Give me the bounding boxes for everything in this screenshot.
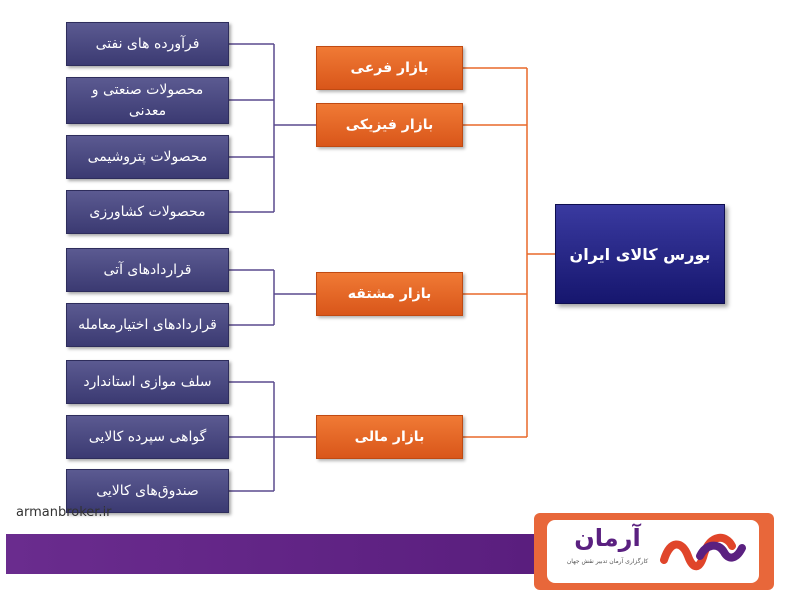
product-box-options: قراردادهای اختیارمعامله [66, 303, 229, 347]
market-box-secondary: بازار فرعی [316, 46, 463, 90]
product-label: صندوق‌های کالایی [96, 482, 199, 499]
product-box-agricultural: محصولات کشاورزی [66, 190, 229, 234]
product-box-parallel-salaf: سلف موازی استاندارد [66, 360, 229, 404]
product-label: محصولات صنعتی و معدنی [91, 82, 204, 119]
product-box-futures: قراردادهای آتی [66, 248, 229, 292]
product-label: قراردادهای آتی [103, 261, 192, 278]
brand-name: آرمان [574, 524, 641, 552]
product-label: محصولات کشاورزی [89, 203, 206, 220]
site-url: armanbroker.ir [16, 505, 112, 520]
market-box-financial: بازار مالی [316, 415, 463, 459]
product-connectors [229, 43, 316, 492]
product-box-industrial: محصولات صنعتی و معدنی [66, 77, 229, 124]
product-label: سلف موازی استاندارد [83, 373, 212, 390]
product-label: فرآورده های نفتی [95, 35, 200, 52]
market-label: بازار مشتقه [347, 286, 432, 302]
brand-logo-icon [660, 533, 746, 571]
product-label: گواهی سپرده کالایی [88, 428, 207, 445]
product-label: قراردادهای اختیارمعامله [78, 316, 217, 333]
product-box-commodity-funds: صندوق‌های کالایی [66, 469, 229, 513]
product-box-deposit-certificate: گواهی سپرده کالایی [66, 415, 229, 459]
market-label: بازار فیزیکی [345, 117, 434, 133]
product-box-petrochemical: محصولات پتروشیمی [66, 135, 229, 179]
market-connectors [463, 67, 555, 438]
footer-band [6, 534, 534, 574]
brand-tagline: کارگزاری آرمان تدبیر نقش جهان [566, 558, 649, 565]
market-box-physical: بازار فیزیکی [316, 103, 463, 147]
market-box-derivatives: بازار مشتقه [316, 272, 463, 316]
root-box-iran-mercantile-exchange: بورس کالای ایران [555, 204, 725, 304]
market-label: بازار فرعی [350, 60, 429, 76]
root-label: بورس کالای ایران [569, 244, 711, 264]
market-label: بازار مالی [354, 429, 425, 445]
product-box-petroleum: فرآورده های نفتی [66, 22, 229, 66]
product-label: محصولات پتروشیمی [87, 148, 208, 165]
